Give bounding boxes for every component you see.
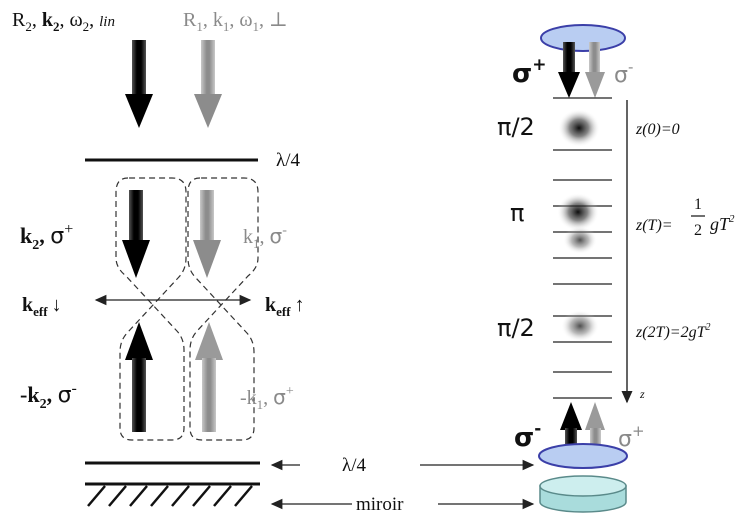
quarter-wave-top-label: λ/4 bbox=[276, 150, 300, 171]
atom-cloud-2b bbox=[563, 226, 597, 254]
up-right-label: k1, σ- bbox=[243, 223, 287, 251]
bottom-sigma-right: σ+ bbox=[618, 422, 645, 452]
up-beam-gray bbox=[195, 322, 223, 432]
down-left-label: -k2, σ- bbox=[20, 380, 77, 412]
bottom-sigma-left: σ- bbox=[514, 419, 541, 453]
incoming-beam-gray bbox=[194, 40, 222, 128]
pulse-label-1: π/2 bbox=[497, 113, 535, 141]
atom-cloud-1 bbox=[558, 109, 600, 147]
incoming-beam-black bbox=[125, 40, 153, 128]
keff-right-label: keff↑ bbox=[265, 294, 305, 319]
mirror-hatching bbox=[87, 485, 253, 507]
right-top-beams bbox=[558, 42, 605, 98]
beam2-label: R2, k2, ω2, lin bbox=[12, 9, 115, 34]
up-left-label: k2, σ+ bbox=[20, 221, 73, 253]
pulse-label-2: π bbox=[510, 199, 524, 227]
down-beam-gray bbox=[193, 190, 221, 278]
mirror-label: miroir bbox=[356, 494, 404, 515]
svg-text:z(T)=: z(T)= bbox=[635, 217, 673, 234]
keff-left-label: keff↓ bbox=[22, 294, 62, 319]
up-beam-black bbox=[125, 322, 153, 432]
atom-cloud-3 bbox=[561, 310, 599, 342]
bottom-waveplate bbox=[538, 443, 628, 469]
top-sigma-right: σ- bbox=[614, 58, 633, 88]
pulse-label-3: π/2 bbox=[497, 314, 535, 342]
beam1-label: R1, k1, ω1, ⊥ bbox=[183, 9, 288, 34]
dashed-enclosures bbox=[115, 177, 259, 441]
down-right-label: -k1, σ+ bbox=[240, 384, 294, 412]
mirror-cylinder bbox=[539, 475, 627, 513]
down-beam-black bbox=[122, 190, 150, 278]
svg-text:gT2: gT2 bbox=[710, 213, 735, 234]
quarter-wave-bottom-label: λ/4 bbox=[342, 455, 366, 476]
z-axis-label: z bbox=[639, 387, 645, 401]
z0-label: z(0)=0 bbox=[635, 121, 680, 138]
z2T-label: z(2T)=2gT2 bbox=[635, 322, 710, 341]
top-waveplate bbox=[540, 24, 626, 52]
atom-cloud-2 bbox=[557, 193, 599, 231]
svg-text:1: 1 bbox=[694, 196, 702, 213]
svg-text:2: 2 bbox=[694, 222, 702, 239]
zT-label: z(T)= 1 2 gT2 bbox=[635, 196, 735, 239]
top-sigma-left: σ+ bbox=[512, 55, 547, 89]
